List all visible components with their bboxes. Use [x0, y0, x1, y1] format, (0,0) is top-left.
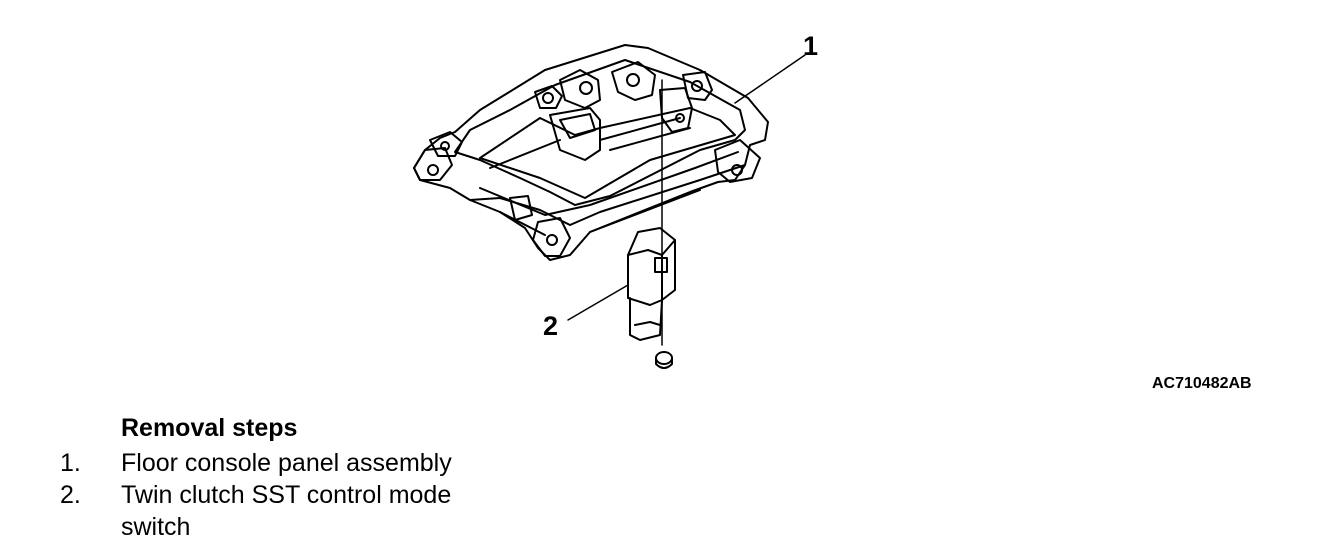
- callout-2-leader: [567, 284, 629, 321]
- step-text: Floor console panel assembly: [121, 449, 452, 477]
- step-number: 1.: [60, 449, 81, 477]
- control-mode-switch-drawing: [627, 227, 676, 341]
- bolt-drawing: [655, 351, 673, 369]
- callout-2-label: 2: [543, 311, 559, 341]
- removal-steps-heading: Removal steps: [121, 414, 298, 442]
- callout-1-leader: [734, 54, 806, 104]
- figure-reference-code: AC710482AB: [1152, 375, 1252, 392]
- exploded-view-diagram: [413, 44, 806, 369]
- callout-1-label: 1: [803, 31, 819, 61]
- step-number: 2.: [60, 481, 81, 509]
- step-text: Twin clutch SST control mode switch: [121, 481, 452, 541]
- floor-console-panel-drawing: [413, 44, 769, 261]
